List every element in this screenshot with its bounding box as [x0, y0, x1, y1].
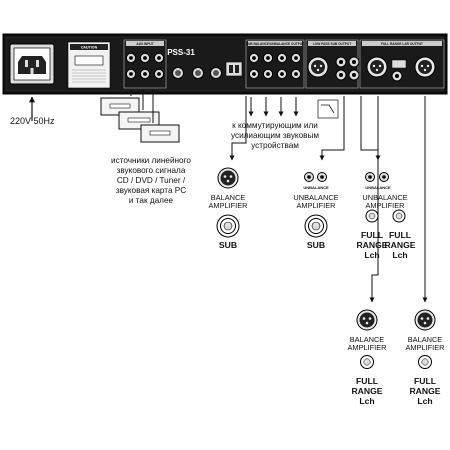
- amp-label-line-2: AMPLIFIER: [296, 201, 335, 210]
- amp-label-line-1: BALANCE: [350, 335, 385, 344]
- full-range-label: FULL RANGE L&R OUTPUT: [381, 42, 423, 46]
- speaker-line-1: FULL: [414, 376, 436, 386]
- aux-input-label: AUX INPUT: [136, 42, 153, 46]
- speaker-line-2: RANGE: [351, 386, 382, 396]
- power-inlet[interactable]: [9, 43, 55, 85]
- panel-rca-outputs[interactable]: [335, 56, 407, 82]
- amplifier-caption-line-2: усилиающим звуковым: [231, 131, 319, 140]
- low-pass-label: LOW PASS SUB OUTPUT: [313, 42, 351, 46]
- speaker-label: SUB: [219, 240, 237, 250]
- source-caption-line-1: источники линейного: [111, 156, 191, 165]
- aux-rca-jack-top-1[interactable]: [125, 52, 137, 64]
- amp-label-line-1: UNBALANCE: [293, 193, 338, 202]
- amp-label-line-2: AMPLIFIER: [347, 343, 386, 352]
- amp-label-line-2: AMPLIFIER: [208, 201, 247, 210]
- sub-rca-jack-top-3[interactable]: [276, 52, 288, 64]
- jack-label: UNBALANCE: [365, 185, 391, 190]
- sub-rca-jack-bottom-3[interactable]: [276, 68, 288, 80]
- amp-label-line-1: UNBALANCE: [362, 193, 407, 202]
- amp-label-line-1: BALANCE: [211, 193, 246, 202]
- jack-label: UNBALANCE: [303, 185, 329, 190]
- source-caption-line-3: CD / DVD / Tuner /: [117, 176, 186, 185]
- sub-rca-jack-bottom-2[interactable]: [262, 68, 274, 80]
- aux-rca-jack-top-2[interactable]: [139, 52, 151, 64]
- sub-rca-jack-bottom-4[interactable]: [290, 68, 302, 80]
- panel-xlr-outputs[interactable]: [307, 56, 436, 78]
- speaker-line-3: Lch: [417, 396, 432, 406]
- model-name: PSS-31: [167, 48, 195, 57]
- caution-label: CAUTION: [67, 41, 111, 89]
- rca-jack-right[interactable]: [379, 172, 389, 182]
- amplifier-caption: к коммутирующим или усилиающим звуковым …: [231, 121, 319, 150]
- speaker-icon: [360, 355, 374, 369]
- model-block: PSS-31: [167, 40, 195, 62]
- full-range-balance-amplifier-right: BALANCE AMPLIFIER FULL RANGE Lch: [405, 309, 445, 406]
- rca-jack-right[interactable]: [317, 172, 327, 182]
- speaker-icon-right: [392, 209, 406, 223]
- aux-input-section: AUX INPUT: [123, 39, 167, 89]
- source-caption-line-2: звукового сигнала: [117, 166, 186, 175]
- speaker-icon: [304, 214, 328, 238]
- aux-rca-jack-top-3[interactable]: [153, 52, 165, 64]
- speaker-left-line-3: Lch: [364, 250, 379, 260]
- full-range-balance-amplifier-left: BALANCE AMPLIFIER FULL RANGE Lch: [347, 309, 387, 406]
- xlr-jack[interactable]: [356, 309, 378, 331]
- source-device-1: [100, 97, 140, 116]
- sub-balance-amplifier: BALANCE AMPLIFIER SUB: [208, 167, 248, 250]
- speaker-right-line-2: RANGE: [384, 240, 415, 250]
- sub-output-label: SUB BALANCE/UNBALANCE OUTPUT: [246, 42, 304, 46]
- sub-rca-jack-top-4[interactable]: [290, 52, 302, 64]
- aux-rca-jack-bottom-3[interactable]: [153, 68, 165, 80]
- terminal-block[interactable]: [225, 61, 243, 77]
- connection-lines: [229, 96, 428, 303]
- rear-panel: CAUTION AUX INPUT PSS-31: [2, 33, 448, 95]
- speaker-left-line-2: RANGE: [356, 240, 387, 250]
- power-label: 220V 50Hz: [10, 116, 55, 126]
- amplifier-arrows: [248, 97, 339, 119]
- amp-label-line-1: BALANCE: [408, 335, 443, 344]
- sub-rca-jack-top-2[interactable]: [262, 52, 274, 64]
- source-caption-line-4: звуковая карта PC: [116, 186, 186, 195]
- speaker-right-line-1: FULL: [389, 230, 411, 240]
- source-caption-line-5: и так далее: [129, 196, 174, 205]
- amp-label-line-2: AMPLIFIER: [365, 201, 404, 210]
- speaker-icon: [216, 214, 240, 238]
- speaker-line-1: FULL: [356, 376, 378, 386]
- rca-jack-left[interactable]: [365, 172, 375, 182]
- aux-rca-jack-bottom-2[interactable]: [139, 68, 151, 80]
- level-controls[interactable]: [172, 67, 222, 79]
- source-device-3: [140, 124, 180, 143]
- speaker-line-3: Lch: [359, 396, 374, 406]
- full-range-unbalance-amplifier: UNBALANCE UNBALANCE AMPLIFIER FULL RANGE…: [356, 172, 416, 260]
- sub-rca-jack-bottom-1[interactable]: [248, 68, 260, 80]
- rca-jack-left[interactable]: [304, 172, 314, 182]
- full-range-section: FULL RANGE L&R OUTPUT: [359, 39, 445, 89]
- xlr-jack[interactable]: [414, 309, 436, 331]
- sub-unbalance-amplifier: UNBALANCE UNBALANCE AMPLIFIER SUB: [293, 172, 339, 250]
- sub-output-section: SUB BALANCE/UNBALANCE OUTPUT: [245, 39, 305, 89]
- sub-rca-jack-top-1[interactable]: [248, 52, 260, 64]
- speaker-icon: [418, 355, 432, 369]
- speaker-left-line-1: FULL: [361, 230, 383, 240]
- amplifier-caption-line-1: к коммутирующим или: [232, 121, 318, 130]
- speaker-right-line-3: Lch: [392, 250, 407, 260]
- caution-text: CAUTION: [81, 46, 98, 50]
- amplifier-caption-line-3: устройствам: [251, 141, 299, 150]
- speaker-label: SUB: [307, 240, 325, 250]
- source-devices: [100, 89, 180, 143]
- source-caption: источники линейного звукового сигнала CD…: [111, 156, 191, 205]
- xlr-jack[interactable]: [217, 167, 239, 189]
- speaker-icon-left: [365, 209, 379, 223]
- speaker-line-2: RANGE: [409, 386, 440, 396]
- amp-label-line-2: AMPLIFIER: [405, 343, 444, 352]
- aux-rca-jack-bottom-1[interactable]: [125, 68, 137, 80]
